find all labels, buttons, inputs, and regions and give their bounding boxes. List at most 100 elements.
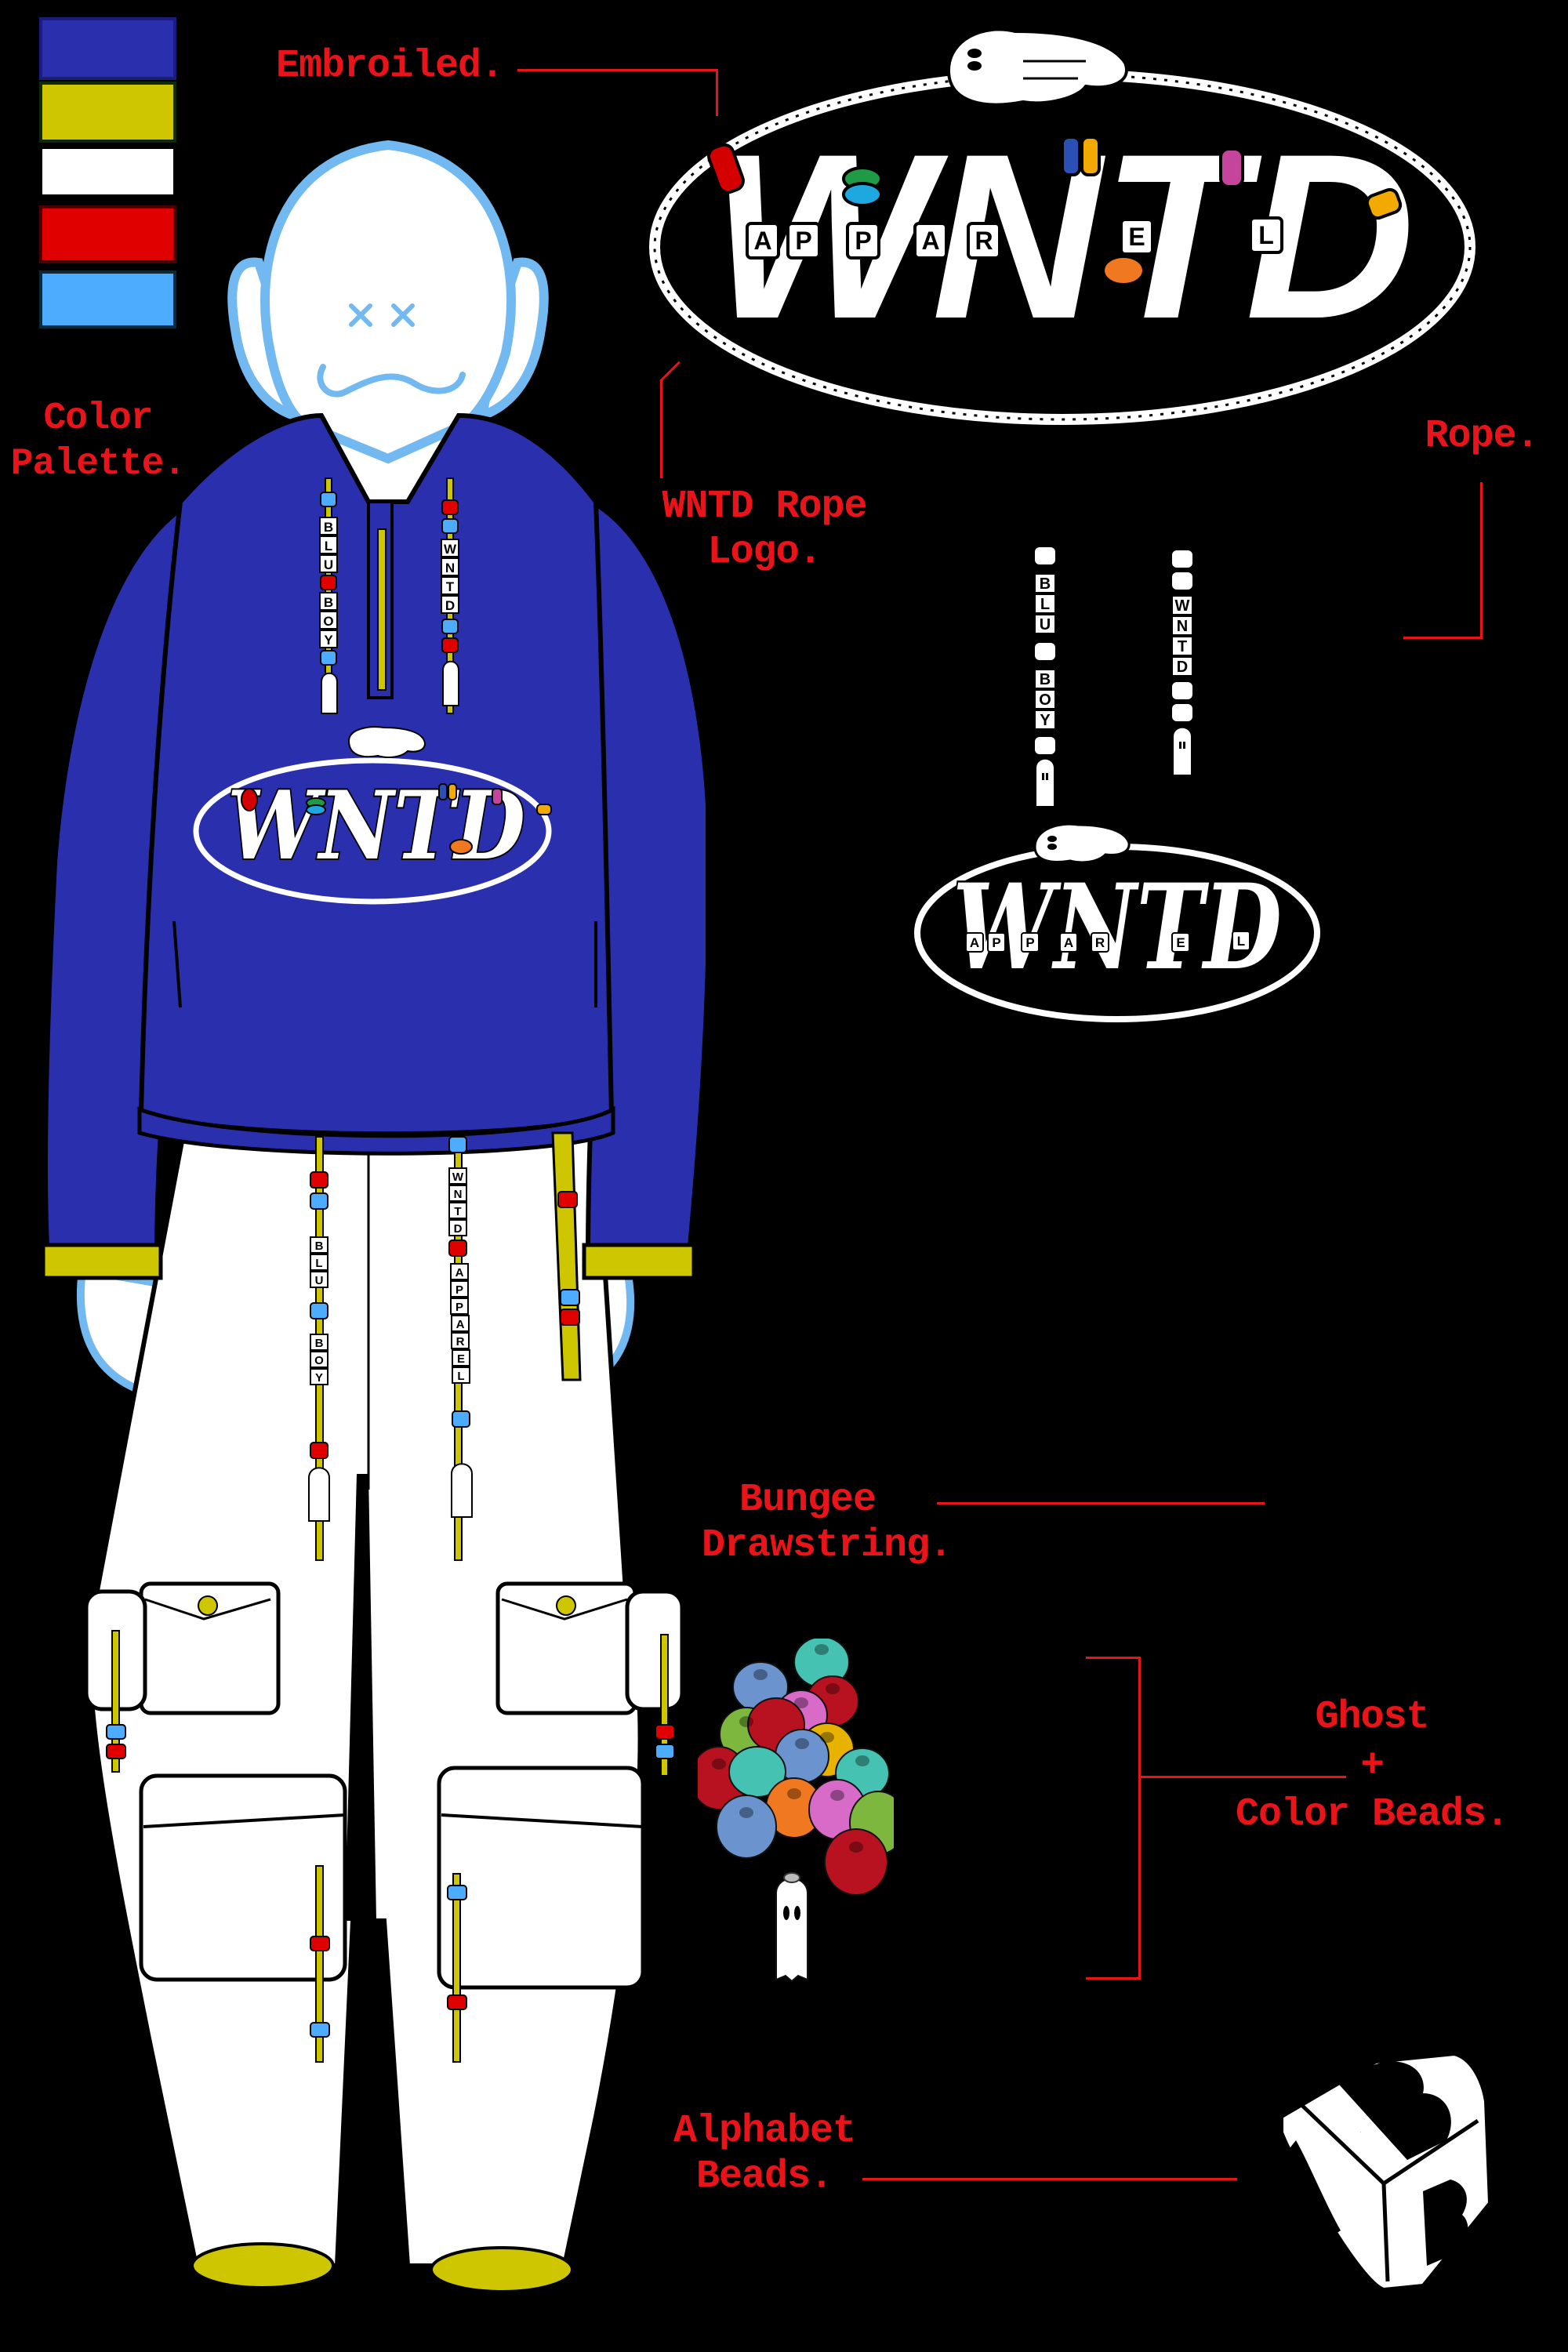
svg-text:N: N xyxy=(1177,618,1188,635)
logo-wordmark-text: WNTD xyxy=(953,858,1282,996)
svg-text:D: D xyxy=(445,598,455,613)
chest-drawstring-left: B L U B O Y xyxy=(319,477,338,714)
alphabet-leader-h xyxy=(862,2178,1237,2180)
svg-text:R: R xyxy=(975,227,993,255)
hoodie-waistband xyxy=(137,1105,615,1156)
palette-label: Color Palette. xyxy=(10,397,186,485)
character-figure: WNTD B L U B O Y W N T D xyxy=(41,140,706,2293)
svg-text:T: T xyxy=(454,1205,461,1218)
wntd-rope-logo-small: WNTD A P P A R E L xyxy=(914,822,1320,1022)
svg-text:R: R xyxy=(456,1335,465,1348)
bungee-leader-h xyxy=(937,1502,1265,1504)
swatch-mustard-yellow xyxy=(39,82,176,143)
left-shoe xyxy=(191,2242,335,2289)
svg-text:R: R xyxy=(1095,935,1105,950)
svg-text:P: P xyxy=(456,1301,463,1314)
ghost-bead-icon xyxy=(308,1467,330,1522)
svg-text:U: U xyxy=(324,557,333,572)
svg-text:W: W xyxy=(1175,597,1190,615)
ghost-bead-icon xyxy=(1036,759,1054,806)
svg-text:N: N xyxy=(454,1188,463,1201)
swatch-red xyxy=(39,205,176,263)
svg-text:A: A xyxy=(456,1266,464,1279)
hip-bungee-loop xyxy=(551,1131,582,1381)
svg-text:P: P xyxy=(456,1283,463,1297)
logo-wordmark-text: WNTD xyxy=(227,771,525,881)
left-cuff xyxy=(41,1243,163,1280)
waist-drawstring-left: B L U B O Y xyxy=(308,1136,330,1561)
apparel-letter-beads: A P P A R E L xyxy=(965,931,1250,953)
apparel-letter-beads: A P P A R E L xyxy=(746,216,1283,260)
svg-text:P: P xyxy=(992,935,1000,950)
beads-bracket-bottom xyxy=(1086,1977,1141,1980)
svg-text:B: B xyxy=(315,1240,324,1253)
rope-leader-v xyxy=(1480,482,1483,639)
svg-text:E: E xyxy=(1176,935,1185,950)
ghost-bead-icon xyxy=(1174,728,1191,775)
svg-text:L: L xyxy=(457,1370,464,1383)
beads-bracket-mid xyxy=(1138,1776,1346,1778)
pants-bungee-cords xyxy=(106,1630,675,2063)
cargo-pants xyxy=(84,1127,684,2293)
wntd-letter-beads: W N T D xyxy=(1171,595,1193,677)
swatch-white xyxy=(39,146,176,198)
rope-strands-detail: B L U B O Y W N T D xyxy=(1034,547,1193,806)
svg-text:L: L xyxy=(1237,934,1245,949)
svg-text:A: A xyxy=(970,935,979,950)
bead-red xyxy=(824,1828,888,1896)
ghost-bead-icon xyxy=(451,1463,473,1518)
svg-text:P: P xyxy=(1025,935,1034,950)
right-shoe xyxy=(430,2246,574,2293)
svg-text:L: L xyxy=(325,539,332,554)
bungee-drawstring-label: Bungee Drawstring. xyxy=(702,1478,953,1568)
svg-text:L: L xyxy=(1040,596,1050,613)
left-pocket-slit xyxy=(172,920,182,1008)
svg-text:A: A xyxy=(1064,935,1073,950)
svg-text:D: D xyxy=(454,1222,463,1236)
svg-text:Y: Y xyxy=(1040,712,1051,729)
ghost-bead-icon xyxy=(775,1872,808,1983)
beads-bracket-top xyxy=(1086,1657,1141,1659)
ghost-bead-icon xyxy=(321,672,338,714)
ghost-icon xyxy=(1033,822,1131,864)
svg-text:E: E xyxy=(1128,223,1145,251)
beads-bracket-v xyxy=(1138,1657,1141,1980)
wavy-mouth xyxy=(317,364,466,397)
svg-text:B: B xyxy=(324,595,333,610)
right-upper-cargo-pocket xyxy=(495,1581,684,1715)
svg-text:L: L xyxy=(315,1257,322,1270)
head xyxy=(260,140,516,464)
svg-text:Y: Y xyxy=(324,633,333,648)
ghost-icon xyxy=(946,27,1128,107)
svg-text:E: E xyxy=(457,1352,465,1366)
svg-text:O: O xyxy=(314,1354,324,1367)
swatch-royal-blue xyxy=(39,17,176,80)
embroiled-label: Embroiled. xyxy=(276,44,504,89)
svg-text:W: W xyxy=(444,542,457,557)
right-cuff xyxy=(582,1243,696,1280)
svg-text:A: A xyxy=(456,1318,465,1331)
svg-text:T: T xyxy=(1178,638,1187,655)
embroiled-leader-h xyxy=(517,69,718,71)
svg-text:A: A xyxy=(921,227,939,255)
x-eyes-icon xyxy=(349,303,415,327)
rope-label: Rope. xyxy=(1425,414,1539,459)
svg-text:O: O xyxy=(1039,691,1051,709)
hoodie: WNTD xyxy=(41,412,706,1280)
svg-text:P: P xyxy=(855,227,871,255)
ghost-bead-icon xyxy=(442,660,459,706)
zipper xyxy=(377,528,387,691)
svg-text:N: N xyxy=(445,561,455,575)
bead-blue xyxy=(716,1795,777,1859)
svg-text:W: W xyxy=(452,1171,464,1184)
rope-logo-label: WNTD Rope Logo. xyxy=(662,485,867,575)
alphabet-bead-letter: B xyxy=(1360,2132,1361,2133)
alphabet-bead-cube: B xyxy=(1280,2052,1492,2292)
swatch-light-blue xyxy=(39,270,176,328)
svg-text:B: B xyxy=(324,520,333,535)
svg-text:Y: Y xyxy=(315,1371,323,1385)
svg-text:B: B xyxy=(1040,671,1051,688)
chest-drawstring-right: W N T D xyxy=(441,477,459,714)
svg-text:U: U xyxy=(315,1274,324,1287)
right-lower-cargo-pocket xyxy=(437,1766,645,1990)
